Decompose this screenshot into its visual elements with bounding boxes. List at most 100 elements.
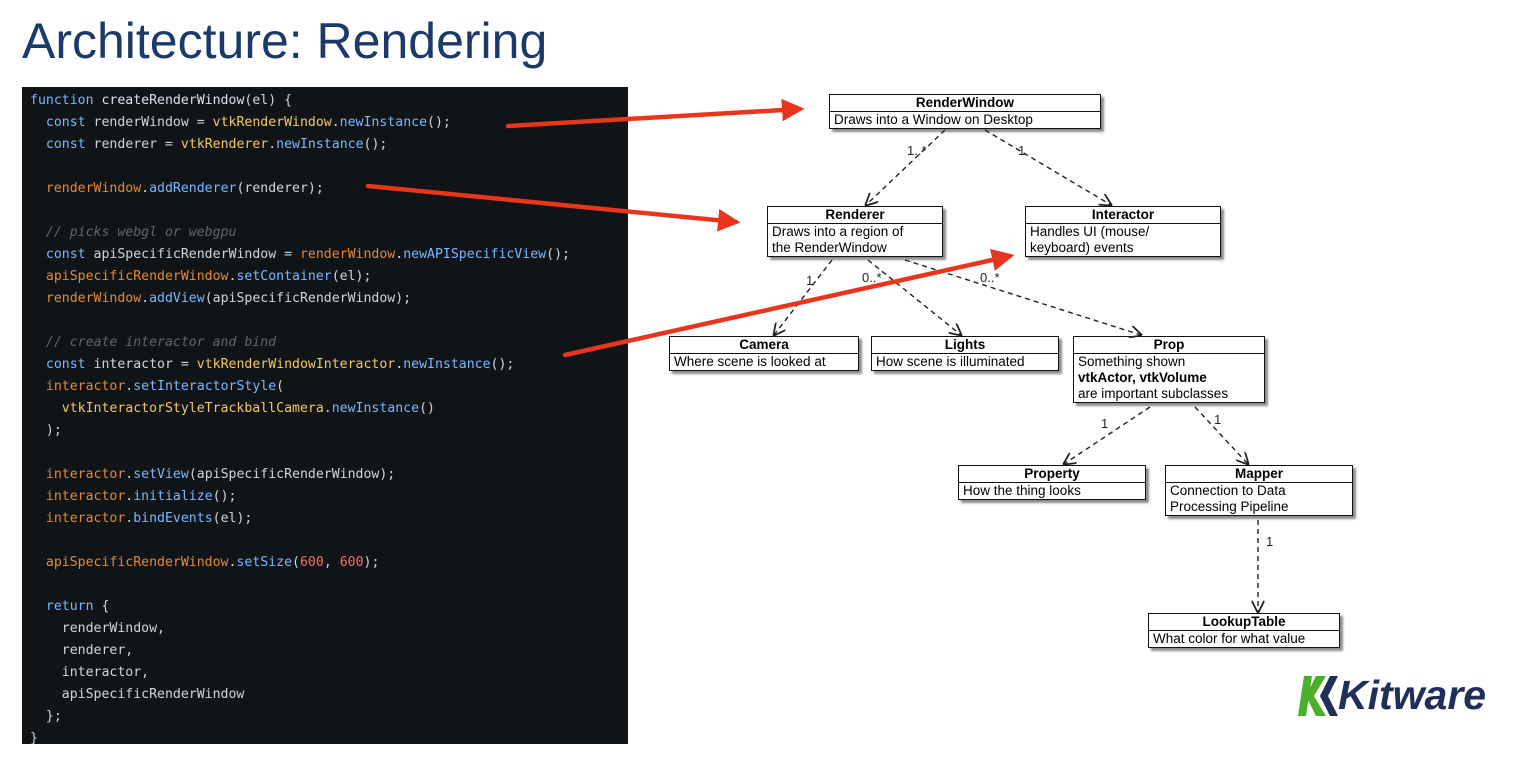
code-line: } [30,729,38,744]
code-token: (); [490,357,515,372]
node-lookuptable-name: LookupTable [1149,614,1339,631]
code-token: . [395,247,404,262]
code-token: addView [149,291,205,306]
code-token: interactor = [93,357,197,372]
code-token: bindEvents [133,511,213,526]
code-token: setSize [236,555,293,570]
code-token: renderWindow [30,181,142,196]
pointer-arrow-interactor [562,248,1015,358]
code-line: renderWindow.addRenderer(renderer); [30,179,324,199]
code-token: . [125,511,134,526]
code-panel: function createRenderWindow(el) { const … [22,87,628,744]
node-property-name: Property [959,466,1145,483]
edge-prop-property [1064,406,1151,464]
code-token: . [125,379,134,394]
code-line: ); [30,421,62,441]
edge-label-renderer-lights: 0..* [862,270,882,285]
code-token: interactor, [30,665,150,680]
node-lights: Lights How scene is illuminated [871,336,1059,371]
node-lights-name: Lights [872,337,1058,354]
code-token: newInstance [331,401,420,416]
code-token: . [228,555,237,570]
code-token: interactor [30,489,126,504]
code-token: 600 [339,555,364,570]
code-line: interactor.bindEvents(el); [30,509,252,529]
code-token: vtkRenderer [180,137,269,152]
code-token: (); [546,247,570,262]
code-token: ); [30,423,62,438]
code-line: const renderer = vtkRenderer.newInstance… [30,135,387,155]
node-property: Property How the thing looks [958,465,1146,500]
code-token: newAPISpecificView [403,247,547,262]
code-token: addRenderer [149,181,237,196]
node-renderwindow: RenderWindow Draws into a Window on Desk… [829,94,1101,129]
edge-label-renderer-camera: 1 [806,273,813,288]
code-token: . [141,181,150,196]
edge-label-prop-property: 1 [1101,416,1108,431]
code-line: vtkInteractorStyleTrackballCamera.newIns… [30,399,435,419]
code-token: (renderer); [236,181,324,196]
code-token: apiSpecificRenderWindow [30,687,245,702]
code-line: const apiSpecificRenderWindow = renderWi… [30,245,570,265]
code-token: , [323,555,340,570]
node-renderer-desc-line-2: the RenderWindow [772,240,887,255]
code-line: apiSpecificRenderWindow.setContainer(el)… [30,267,372,287]
edge-label-renderer-prop: 0..* [980,270,1000,285]
kitware-logo-mark-icon [1298,676,1338,716]
code-token: (); [427,115,451,130]
code-line: apiSpecificRenderWindow.setSize(600, 600… [30,553,380,573]
node-mapper: Mapper Connection to Data Processing Pip… [1165,465,1353,516]
code-line: return { [30,597,110,617]
code-line: renderWindow.addView(apiSpecificRenderWi… [30,289,411,309]
code-token: interactor [30,511,126,526]
code-token: setInteractorStyle [133,379,277,394]
pointer-arrow-renderwindow [505,98,805,129]
code-token: (el); [212,511,253,526]
code-token: . [125,467,134,482]
node-interactor: Interactor Handles UI (mouse/ keyboard) … [1025,206,1221,257]
code-token: apiSpecificRenderWindow [30,555,229,570]
code-token: function [30,93,102,108]
code-token: const [30,357,94,372]
code-token: . [125,489,134,504]
node-mapper-desc-line-1: Connection to Data [1170,483,1286,498]
node-prop-desc-line-2: vtkActor, vtkVolume [1078,370,1207,385]
edge-renderer-lights [867,259,961,335]
node-interactor-desc-line-1: Handles UI (mouse/ [1030,224,1150,239]
pointer-arrow-renderer [365,183,741,232]
code-token: const [30,247,94,262]
code-token: (); [212,489,237,504]
code-line: renderWindow, [30,619,165,639]
code-token: ( [276,379,285,394]
code-token: ); [363,555,380,570]
edge-prop-mapper [1194,406,1248,464]
code-token: (); [363,137,388,152]
code-token: newInstance [403,357,491,372]
node-lookuptable-desc: What color for what value [1153,631,1306,646]
code-token: . [228,269,237,284]
node-interactor-name: Interactor [1026,207,1220,224]
code-line: renderer, [30,641,133,661]
node-property-desc: How the thing looks [963,483,1081,498]
node-camera-name: Camera [670,337,858,354]
node-lights-desc: How scene is illuminated [876,354,1025,369]
code-token: (el); [331,269,372,284]
code-token: // create interactor and bind [30,335,277,350]
code-token: renderWindow = [93,115,213,130]
kitware-logo: Kitware [1296,672,1518,720]
code-token: createRenderWindow [101,93,245,108]
code-token: apiSpecificRenderWindow = [93,247,300,262]
code-token: apiSpecificRenderWindow [30,269,229,284]
code-token: interactor [30,379,126,394]
code-token: setView [133,467,189,482]
node-renderer: Renderer Draws into a region of the Rend… [767,206,943,257]
node-renderwindow-name: RenderWindow [830,95,1100,112]
node-camera: Camera Where scene is looked at [669,336,859,371]
code-token: 600 [299,555,324,570]
code-line: interactor, [30,663,149,683]
code-line: const interactor = vtkRenderWindowIntera… [30,355,515,375]
code-token: (apiSpecificRenderWindow); [188,467,396,482]
code-token: renderer = [93,137,181,152]
node-lookuptable: LookupTable What color for what value [1148,613,1340,648]
kitware-logo-text: Kitware [1338,672,1487,718]
